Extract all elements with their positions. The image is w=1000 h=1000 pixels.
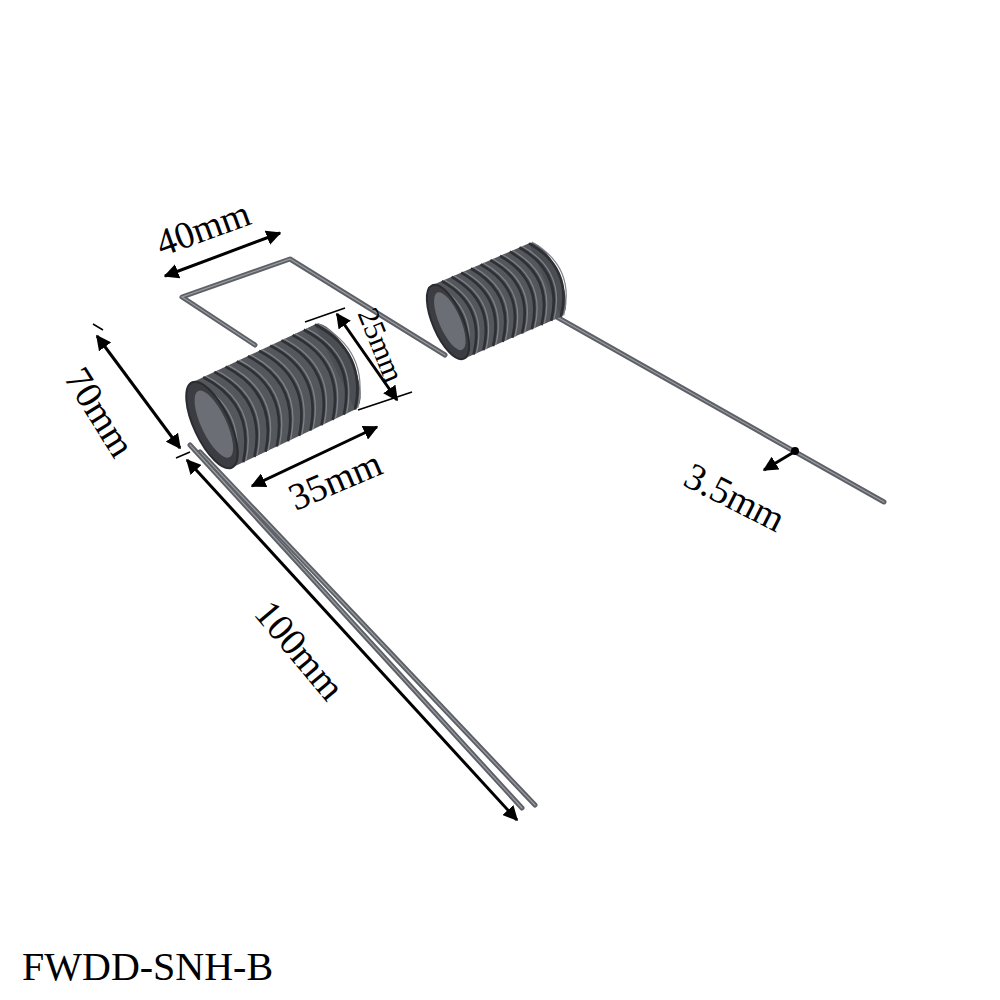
wire-highlight <box>200 452 535 805</box>
coil-turn <box>315 324 357 409</box>
extension-line <box>93 324 103 330</box>
coil-highlight <box>532 242 566 315</box>
spring-coil <box>418 237 575 364</box>
dimension-label: 70mm <box>58 361 142 464</box>
dimension-label: 35mm <box>283 444 387 517</box>
dimension-arrow <box>764 452 794 470</box>
extension-line <box>358 392 412 410</box>
coil-face <box>418 279 478 364</box>
extension-line <box>305 308 345 322</box>
coil-turn <box>529 243 563 316</box>
spring-wire <box>190 445 522 808</box>
wire-highlight <box>190 445 522 808</box>
spring-coil <box>176 317 371 475</box>
dimension-label: 25mm <box>353 304 410 386</box>
leader-dot <box>791 447 799 455</box>
dimension-label: 100mm <box>248 593 352 706</box>
extension-line <box>176 452 190 458</box>
spring-wire <box>200 452 535 805</box>
dimension-arrow <box>187 460 517 820</box>
coil-hole <box>428 288 472 354</box>
model-number: FWDD-SNH-B <box>22 947 273 987</box>
dimension-label: 3.5mm <box>679 456 791 538</box>
coil-face <box>176 375 248 475</box>
dimension-label: 40mm <box>151 194 255 263</box>
coil-hole <box>187 386 241 463</box>
